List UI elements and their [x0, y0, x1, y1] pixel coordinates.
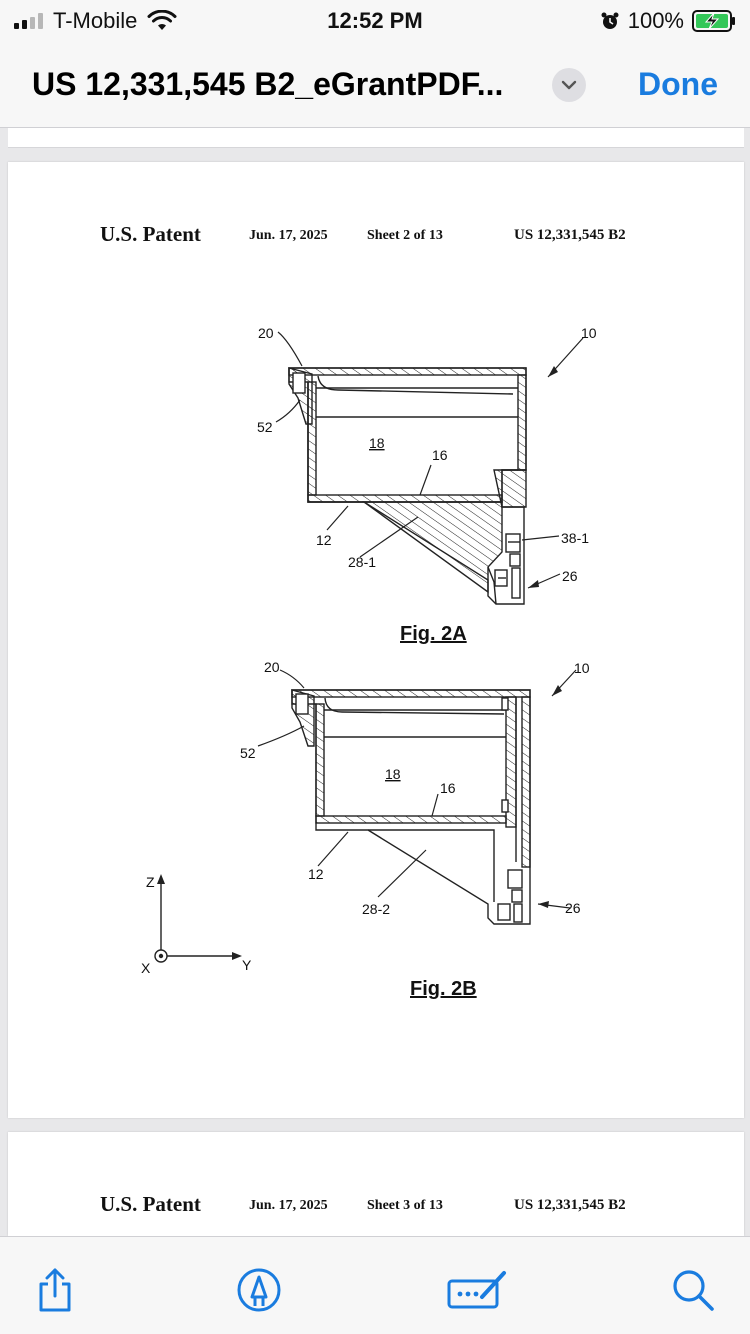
fig-2b-caption: Fig. 2B: [410, 978, 477, 1000]
title-menu-button[interactable]: [552, 68, 586, 102]
fig2b-label-28-2: 28-2: [362, 901, 390, 917]
fig2a-label-20: 20: [258, 325, 274, 341]
patent-number: US 12,331,545 B2: [514, 227, 626, 243]
figure-2a: [288, 367, 527, 605]
fig2a-label-10: 10: [581, 325, 597, 341]
previous-page-edge: [8, 128, 744, 148]
fig2a-label-38-1: 38-1: [561, 530, 589, 546]
wifi-icon: [147, 10, 177, 30]
search-button[interactable]: [668, 1265, 718, 1315]
fill-form-icon: [447, 1271, 506, 1309]
fig2b-label-52: 52: [240, 745, 256, 761]
fig2a-label-52: 52: [257, 419, 273, 435]
axis-z-label: Z: [146, 874, 155, 890]
patent-label: U.S. Patent: [100, 222, 201, 246]
share-button[interactable]: [30, 1265, 80, 1315]
battery-charging-icon: [692, 10, 735, 32]
patent-date: Jun. 17, 2025: [249, 228, 328, 243]
cellular-signal-icon: [14, 13, 43, 29]
pdf-page-sheet-3[interactable]: U.S. Patent Jun. 17, 2025 Sheet 3 of 13 …: [8, 1132, 744, 1236]
fig2b-label-10: 10: [574, 660, 590, 676]
fig-2a-caption: Fig. 2A: [400, 623, 467, 645]
markup-button[interactable]: [234, 1265, 284, 1315]
fig2a-label-16: 16: [432, 447, 448, 463]
search-icon: [673, 1270, 714, 1311]
clock: 12:52 PM: [327, 8, 423, 33]
figure-2b: [291, 689, 531, 925]
next-patent-number: US 12,331,545 B2: [514, 1197, 626, 1213]
fig2b-label-18: 18: [385, 766, 401, 782]
markup-icon: [237, 1268, 281, 1312]
alarm-icon: [601, 12, 619, 29]
done-button[interactable]: Done: [638, 66, 718, 102]
next-patent-label: U.S. Patent: [100, 1192, 201, 1216]
patent-figures: 20 10 52 18 16 12 28-1 38-1 26 Fig. 2A: [141, 325, 597, 1000]
document-header: US 12,331,545 B2_eGrantPDF... Done: [0, 44, 750, 128]
fig2b-label-12: 12: [308, 866, 324, 882]
fig2a-label-26: 26: [562, 568, 578, 584]
sheet-number: Sheet 2 of 13: [367, 228, 443, 243]
document-title[interactable]: US 12,331,545 B2_eGrantPDF...: [32, 66, 504, 102]
chevron-down-icon: [561, 80, 577, 90]
status-bar: T-Mobile 12:52 PM 100%: [0, 0, 750, 44]
battery-percent: 100%: [627, 8, 684, 33]
fig2b-label-16: 16: [440, 780, 456, 796]
fig2b-label-26: 26: [565, 900, 581, 916]
fig2a-label-18: 18: [369, 435, 385, 451]
fill-form-button[interactable]: [446, 1265, 508, 1315]
share-icon: [39, 1268, 71, 1312]
carrier-name: T-Mobile: [53, 8, 138, 33]
coordinate-axes: [154, 880, 236, 963]
fig2b-label-20: 20: [264, 659, 280, 675]
pdf-page-sheet-2[interactable]: U.S. Patent Jun. 17, 2025 Sheet 2 of 13 …: [8, 162, 744, 1118]
axis-x-label: X: [141, 960, 151, 976]
axis-y-label: Y: [242, 957, 252, 973]
next-sheet-number: Sheet 3 of 13: [367, 1198, 443, 1213]
fig2a-label-12: 12: [316, 532, 332, 548]
next-patent-date: Jun. 17, 2025: [249, 1198, 328, 1213]
fig2a-label-28-1: 28-1: [348, 554, 376, 570]
bottom-toolbar: [0, 1236, 750, 1334]
